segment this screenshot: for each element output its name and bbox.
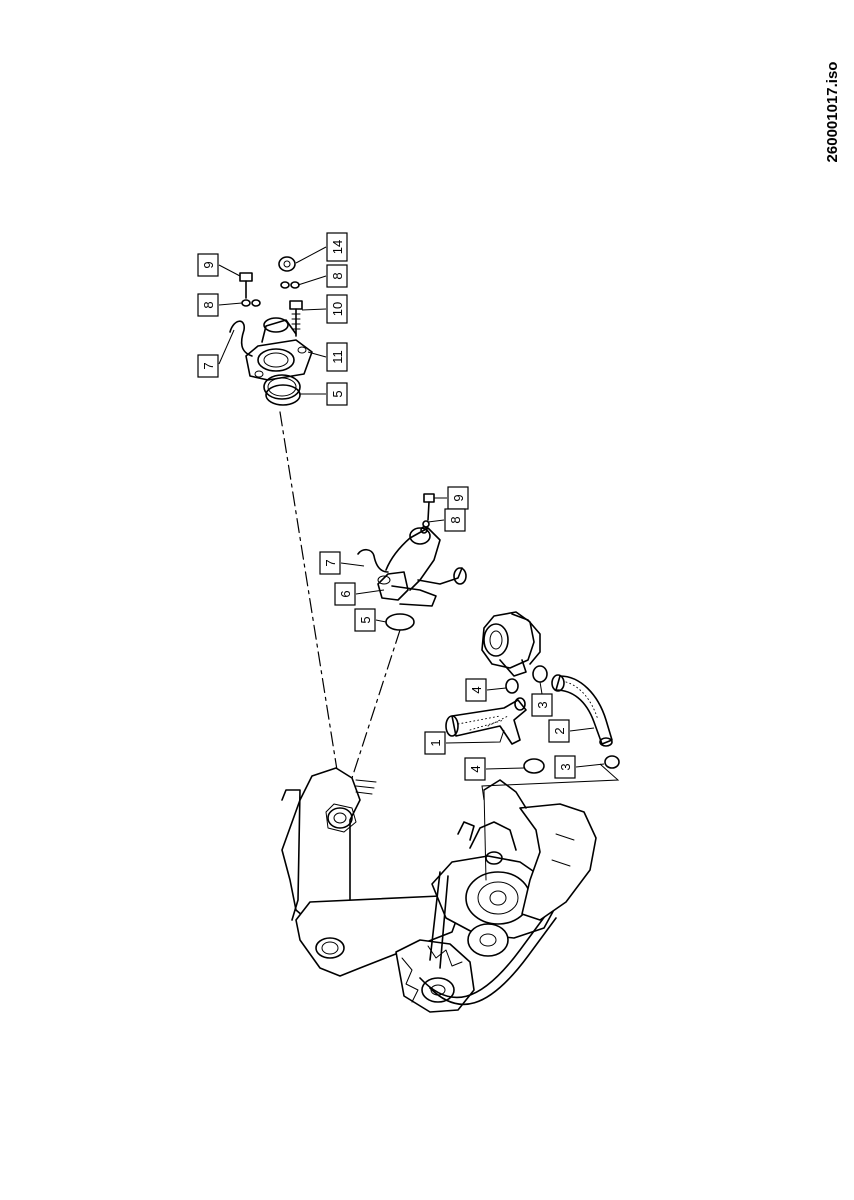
gasket-part-5-upper — [265, 384, 301, 406]
callout-4-upper: 4 — [465, 678, 487, 702]
svg-text:4: 4 — [469, 686, 484, 693]
washer-part-8-upper-left — [241, 299, 261, 307]
callout-3-upper: 3 — [531, 693, 553, 717]
callout-14: 14 — [326, 232, 348, 262]
callout-2: 2 — [548, 719, 570, 743]
outlet-flange-part-11 — [245, 317, 313, 400]
exhaust-manifold — [483, 779, 597, 921]
callouts: 9 8 7 14 8 10 11 5 — [197, 232, 576, 781]
assembly-line-outlet — [279, 411, 338, 771]
callout-9-middle: 9 — [447, 486, 469, 510]
callout-5-upper: 5 — [326, 382, 348, 406]
svg-text:11: 11 — [330, 350, 345, 364]
svg-text:7: 7 — [323, 559, 338, 566]
thermostat-housing-part-6 — [377, 527, 467, 607]
svg-text:8: 8 — [330, 272, 345, 279]
bolt-part-9-middle — [423, 493, 435, 521]
engine-block — [281, 767, 377, 923]
svg-text:6: 6 — [338, 590, 353, 597]
svg-text:9: 9 — [201, 261, 216, 268]
engine-cooling-drawing — [229, 256, 620, 1013]
callout-8-upper-right: 8 — [326, 264, 348, 288]
washer-part-8-upper-right — [280, 281, 300, 289]
callout-7-upper: 7 — [197, 354, 219, 378]
drive-belt — [419, 871, 557, 1006]
svg-text:3: 3 — [535, 701, 550, 708]
callout-5-middle: 5 — [354, 608, 376, 632]
alternator — [395, 939, 475, 1013]
crank-pulley — [467, 923, 509, 957]
callout-8-upper-left: 8 — [197, 293, 219, 317]
svg-text:7: 7 — [201, 362, 216, 369]
callout-10: 10 — [326, 294, 348, 324]
svg-text:10: 10 — [330, 302, 345, 316]
nut-part-14 — [278, 256, 296, 272]
callout-1: 1 — [424, 731, 446, 755]
svg-text:1: 1 — [428, 739, 443, 746]
document-id-text: 260001017.iso — [824, 62, 841, 163]
leader-lines — [218, 246, 620, 801]
svg-text:14: 14 — [330, 240, 345, 254]
gasket-part-5-middle — [385, 613, 415, 631]
svg-text:5: 5 — [330, 390, 345, 397]
svg-text:2: 2 — [552, 727, 567, 734]
svg-text:3: 3 — [558, 763, 573, 770]
clip-part-7-middle — [357, 548, 389, 573]
stud-part-10 — [289, 300, 303, 337]
svg-text:9: 9 — [451, 494, 466, 501]
svg-text:4: 4 — [468, 765, 483, 772]
washer-part-8-middle — [420, 520, 430, 534]
water-pump — [431, 821, 557, 939]
callout-7-middle: 7 — [319, 551, 341, 575]
heater-valve-unit — [481, 611, 541, 677]
callout-9-upper: 9 — [197, 253, 219, 277]
hose-clips-4 — [505, 678, 545, 774]
callout-11: 11 — [326, 342, 348, 372]
svg-text:8: 8 — [448, 516, 463, 523]
callout-4-lower: 4 — [464, 757, 486, 781]
hose-part-2 — [551, 674, 613, 747]
document-id: 260001017.iso — [824, 62, 841, 163]
hose-part-1 — [445, 697, 527, 745]
svg-text:5: 5 — [358, 616, 373, 623]
clip-part-7-upper — [229, 320, 253, 357]
svg-text:8: 8 — [201, 301, 216, 308]
callout-3-lower: 3 — [554, 755, 576, 779]
callout-8-middle: 8 — [444, 508, 466, 532]
callout-6: 6 — [334, 582, 356, 606]
bolt-part-9-upper — [239, 272, 253, 299]
